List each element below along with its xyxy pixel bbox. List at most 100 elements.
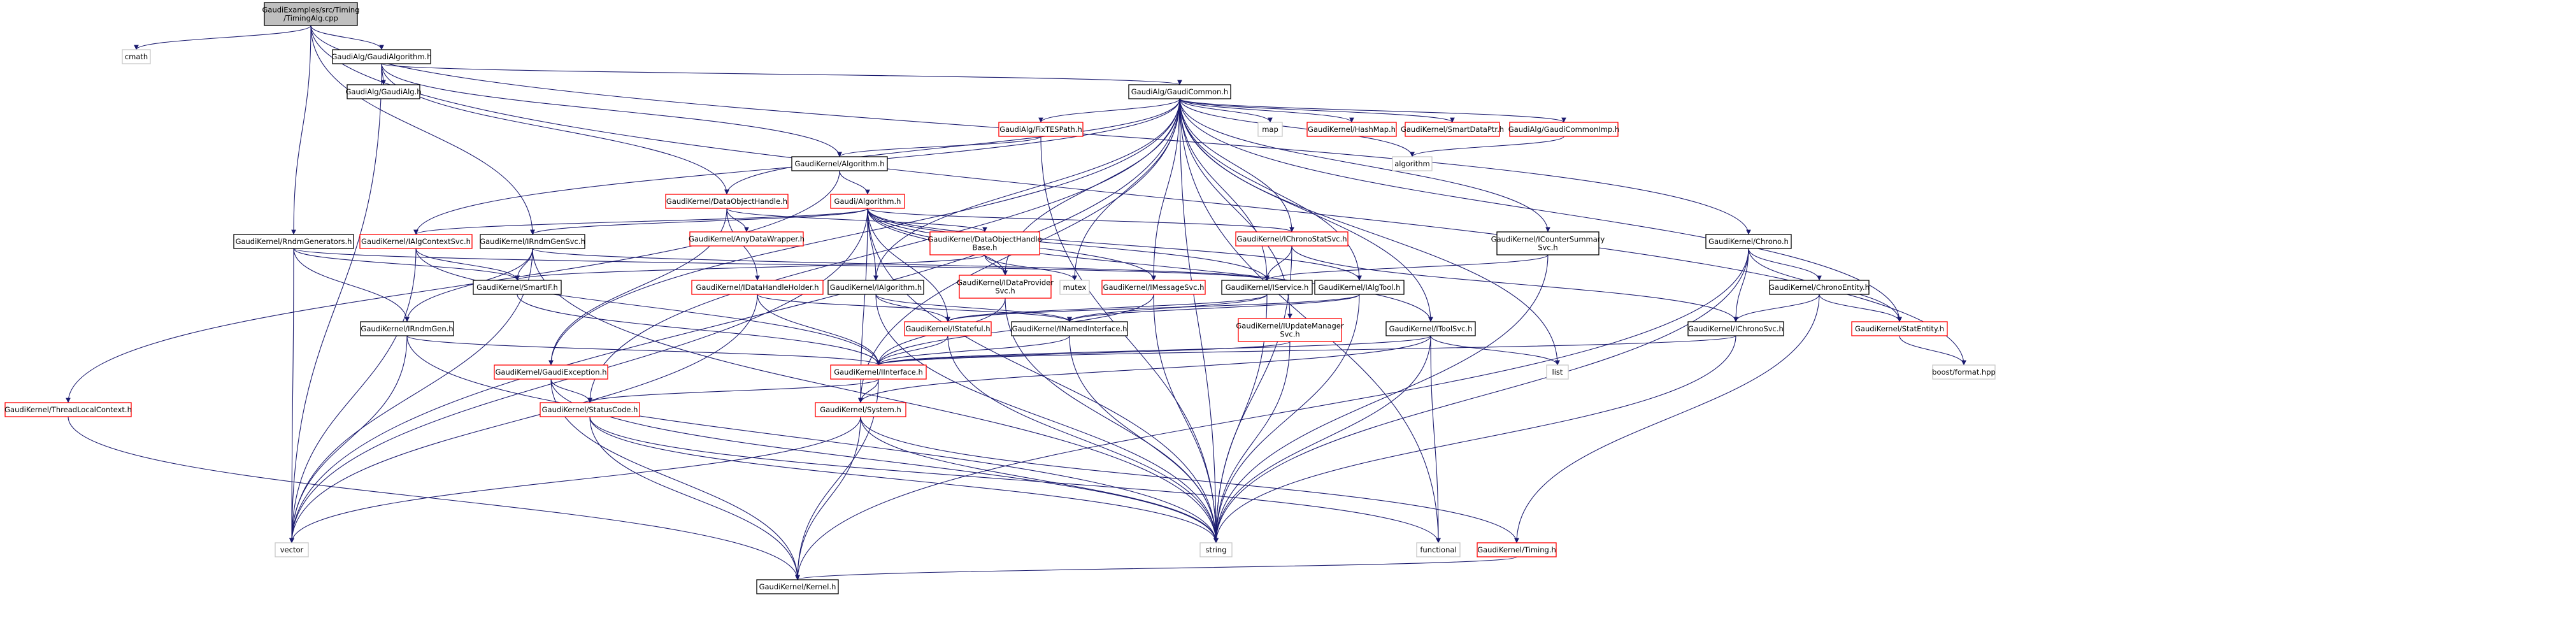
node-ichronostatsvc[interactable]: GaudiKernel/IChronoStatSvc.h (1235, 231, 1349, 247)
node-itoolsvc[interactable]: GaudiKernel/IToolSvc.h (1385, 321, 1476, 336)
node-gaudialg[interactable]: GaudiAlg/GaudiAlg.h (345, 84, 422, 99)
edge-irndmgen-to-string (406, 335, 1219, 543)
node-box (665, 194, 789, 209)
dependency-nodes: GaudiExamples/src/Timing/TimingAlg.cpp cm… (4, 2, 1996, 594)
node-label: GaudiKernel/IUpdateManager (1236, 322, 1343, 331)
edge-dataobjecthandle-to-dataobjecthandlebase (726, 208, 987, 233)
node-gaudialgorithm[interactable]: GaudiAlg/GaudiAlgorithm.h (332, 49, 432, 64)
node-box (998, 122, 1084, 137)
node-fixtespath[interactable]: GaudiAlg/FixTESPath.h (998, 122, 1084, 137)
edge-gaudicommon-to-algorithm_std (1179, 98, 1415, 157)
node-label: string (1205, 545, 1226, 554)
node-gaudicommonimp[interactable]: GaudiAlg/GaudiCommonImp.h (1508, 122, 1619, 137)
node-hashmap[interactable]: GaudiKernel/HashMap.h (1306, 122, 1397, 137)
edge-gaudicommon-to-iupdatemanagersvc (1179, 98, 1292, 319)
node-box (1101, 280, 1206, 295)
node-box (1221, 280, 1313, 295)
node-string: string (1199, 542, 1233, 557)
edge-ialgcontextsvc-to-vector (289, 248, 417, 543)
node-label: GaudiKernel/ICounterSummary (1491, 235, 1605, 244)
node-box (689, 231, 804, 247)
node-box (264, 2, 358, 26)
node-kernel[interactable]: GaudiKernel/Kernel.h (756, 579, 839, 594)
node-ialgcontextsvc[interactable]: GaudiKernel/IAlgContextSvc.h (359, 234, 473, 249)
node-chrono[interactable]: GaudiKernel/Chrono.h (1705, 234, 1792, 249)
node-gaudiexception[interactable]: GaudiKernel/GaudiException.h (494, 364, 608, 380)
node-label: cmath (125, 52, 148, 61)
node-root[interactable]: GaudiExamples/src/Timing/TimingAlg.cpp (262, 2, 360, 26)
edge-gaudicommon-to-smartdataptr (1179, 98, 1455, 123)
node-ialgorithm[interactable]: GaudiKernel/IAlgorithm.h (827, 280, 924, 295)
node-smartif[interactable]: GaudiKernel/SmartIF.h (473, 280, 562, 295)
node-box (1687, 321, 1784, 336)
edge-system-to-string (860, 416, 1219, 543)
node-box (480, 234, 585, 249)
edge-root-to-gaudialgorithm (310, 25, 384, 50)
edge-istateful-to-iinterface (876, 335, 948, 366)
node-label: GaudiKernel/SmartDataPtr.h (1401, 125, 1504, 134)
node-ialgtool[interactable]: GaudiKernel/IAlgTool.h (1314, 280, 1405, 295)
node-rndmgenerators[interactable]: GaudiKernel/RndmGenerators.h (233, 234, 354, 249)
node-label: GaudiExamples/src/Timing (262, 6, 359, 15)
node-mutex: mutex (1059, 280, 1090, 295)
node-statentity[interactable]: GaudiKernel/StatEntity.h (1851, 321, 1948, 336)
node-box (540, 402, 640, 417)
node-anydatawrapper[interactable]: GaudiKernel/AnyDataWrapper.h (689, 231, 805, 247)
node-box (1851, 321, 1948, 336)
node-label: /TimingAlg.cpp (283, 14, 338, 23)
node-label: GaudiKernel/System.h (820, 405, 901, 414)
node-label: GaudiKernel/Chrono.h (1708, 237, 1789, 246)
node-map: map (1257, 122, 1283, 137)
edge-ialgcontextsvc-to-iinterface (415, 248, 881, 366)
edge-gaudicommon-to-hashmap (1179, 98, 1354, 123)
edge-gaudialgorithm-to-gaudicommon (381, 63, 1182, 85)
node-algorithm_h[interactable]: GaudiKernel/Algorithm.h (791, 156, 888, 171)
edge-imessagesvc-to-string (1153, 294, 1219, 543)
node-box (1416, 542, 1461, 557)
node-label: GaudiAlg/GaudiCommonImp.h (1508, 125, 1619, 134)
node-irndmgen[interactable]: GaudiKernel/IRndmGen.h (360, 321, 454, 336)
edge-ialgorithm-to-inamedinterface (875, 294, 1072, 322)
node-iinterface[interactable]: GaudiKernel/IInterface.h (830, 364, 927, 380)
node-box (691, 280, 824, 295)
edge-statuscode-to-kernel (589, 416, 800, 580)
node-system[interactable]: GaudiKernel/System.h (815, 402, 906, 417)
node-box (791, 156, 888, 171)
node-threadlocalcontext[interactable]: GaudiKernel/ThreadLocalContext.h (4, 402, 132, 417)
node-label: GaudiKernel/IStateful.h (905, 324, 990, 333)
node-gaudi_algorithm[interactable]: Gaudi/Algorithm.h (830, 194, 905, 209)
edge-dataobjecthandlebase-to-smartif (515, 254, 985, 281)
node-label: GaudiKernel/IMessageSvc.h (1103, 283, 1205, 292)
node-istateful[interactable]: GaudiKernel/IStateful.h (904, 321, 992, 336)
node-statuscode[interactable]: GaudiKernel/StatusCode.h (540, 402, 640, 417)
node-irndmgensvc[interactable]: GaudiKernel/IRndmGenSvc.h (480, 234, 585, 249)
edge-ialgtool-to-istateful (945, 294, 1360, 322)
node-smartdataptr[interactable]: GaudiKernel/SmartDataPtr.h (1401, 122, 1504, 137)
edge-smartif-to-iinterface (517, 294, 881, 366)
node-timing[interactable]: GaudiKernel/Timing.h (1477, 542, 1557, 557)
node-gaudicommon[interactable]: GaudiAlg/GaudiCommon.h (1128, 84, 1231, 99)
node-box (122, 49, 151, 64)
node-iservice[interactable]: GaudiKernel/IService.h (1221, 280, 1313, 295)
node-dataobjecthandle[interactable]: GaudiKernel/DataObjectHandle.h (665, 194, 789, 209)
node-label: GaudiKernel/IInterface.h (834, 368, 923, 377)
node-imessagesvc[interactable]: GaudiKernel/IMessageSvc.h (1101, 280, 1206, 295)
edge-root-to-boostformat (310, 25, 1966, 366)
node-box (275, 542, 309, 557)
node-box (233, 234, 354, 249)
node-box (332, 49, 431, 64)
node-label: GaudiKernel/StatusCode.h (542, 405, 638, 414)
node-ichronosvc[interactable]: GaudiKernel/IChronoSvc.h (1687, 321, 1784, 336)
node-label: Svc.h (1280, 330, 1299, 339)
node-inamedinterface[interactable]: GaudiKernel/INamedInterface.h (1011, 321, 1128, 336)
node-label: Svc.h (995, 287, 1015, 296)
node-label: GaudiKernel/INamedInterface.h (1012, 324, 1127, 333)
node-box (494, 364, 608, 380)
node-chronoentity[interactable]: GaudiKernel/ChronoEntity.h (1769, 280, 1870, 295)
edge-gaudi_algorithm-to-ialgtool (867, 208, 1362, 281)
node-idatahandleholder[interactable]: GaudiKernel/IDataHandleHolder.h (691, 280, 824, 295)
